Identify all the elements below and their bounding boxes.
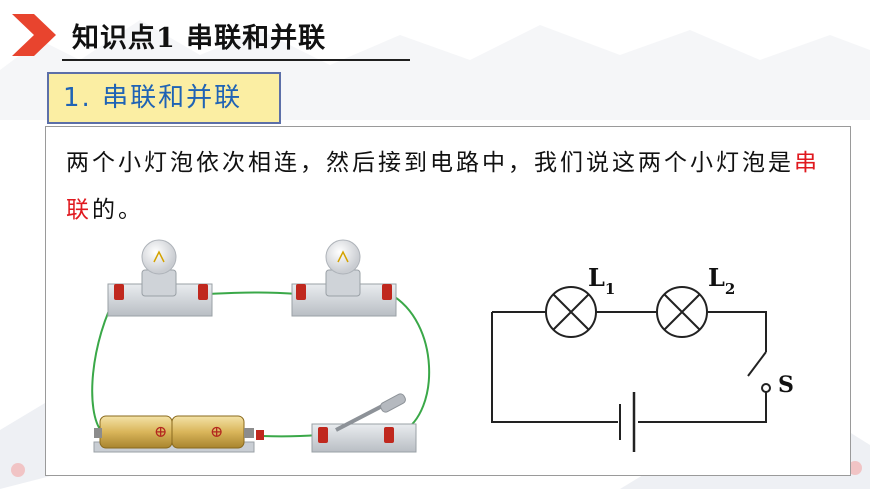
description-paragraph: 两个小灯泡依次相连，然后接到电路中，我们说这两个小灯泡是串联的。 xyxy=(66,140,836,234)
switch-label: S xyxy=(778,372,794,398)
plus-icon: ⊕ xyxy=(210,422,223,441)
chevron-right-icon xyxy=(12,14,56,56)
lamp1-label: L1 xyxy=(588,263,615,298)
page-title: 知识点1 串联和并联 xyxy=(72,23,327,54)
lamp-symbol-2 xyxy=(656,286,708,338)
lamp-holder-2 xyxy=(291,239,397,317)
lamp-holder-1 xyxy=(107,239,213,317)
knife-switch xyxy=(311,393,417,453)
circuit-schematic: L1 L2 S xyxy=(491,263,794,452)
highlight-term: 串联 xyxy=(66,150,820,223)
plus-icon: ⊕ xyxy=(154,422,167,441)
battery-box: ⊕ ⊕ xyxy=(93,415,264,453)
paragraph-text: 两个小灯泡依次相连，然后接到电路中，我们说这两个小灯泡是 xyxy=(66,150,794,176)
circuit-illustration: ⊕ ⊕ xyxy=(91,239,430,453)
paragraph-ending: 的。 xyxy=(92,197,144,223)
lamp-symbol-1 xyxy=(545,286,597,338)
lamp2-label: L2 xyxy=(708,263,735,298)
title-divider xyxy=(62,59,410,61)
section-label: 1. 串联和并联 xyxy=(47,72,281,124)
switch-blade xyxy=(747,351,767,377)
